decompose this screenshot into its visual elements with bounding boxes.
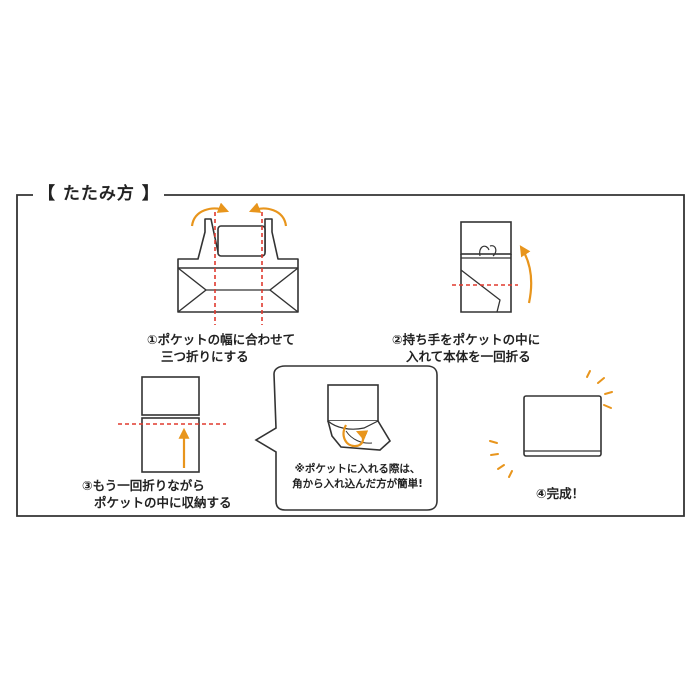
step1-bag-illustration	[177, 218, 299, 313]
note-text-line1: ※ポケットに入れる際は、	[294, 463, 421, 475]
step3-caption-line2: ポケットの中に収納する	[94, 495, 232, 510]
note-text: ※ポケットに入れる際は、 角から入れ込んだ方が簡単!	[280, 462, 435, 492]
step2-caption: ②持ち手をポケットの中に 入れて本体を一回折る	[392, 331, 540, 365]
step2-caption-line1: ②持ち手をポケットの中に	[392, 332, 541, 347]
step4-caption: ④完成！	[536, 486, 585, 501]
step4-sparkle-bottom-left	[489, 440, 513, 478]
step2-caption-line2: 入れて本体を一回折る	[406, 349, 531, 364]
note-text-line2: 角から入れ込んだ方が簡単!	[292, 478, 423, 490]
step4-sparkle-top-right	[586, 370, 613, 409]
step1-fold-arrow-left	[190, 202, 230, 227]
step2-folded-bag-illustration	[460, 221, 512, 313]
frame-border	[16, 194, 685, 517]
step1-caption: ①ポケットの幅に合わせて 三つ折りにする	[147, 331, 295, 365]
step1-fold-arrow-right	[248, 202, 288, 227]
step3-caption-line1: ③もう一回折りながら	[82, 478, 205, 493]
step3-bag-illustration	[141, 376, 200, 473]
step4-completed-pouch	[523, 395, 602, 457]
step1-caption-line2: 三つ折りにする	[161, 349, 249, 364]
step3-caption: ③もう一回折りながら ポケットの中に収納する	[82, 477, 232, 511]
step2-fold-arrow	[519, 245, 533, 304]
note-tuck-arrow	[342, 424, 369, 448]
section-title: 【 たたみ方 】	[34, 181, 164, 207]
step1-caption-line1: ①ポケットの幅に合わせて	[147, 332, 296, 347]
